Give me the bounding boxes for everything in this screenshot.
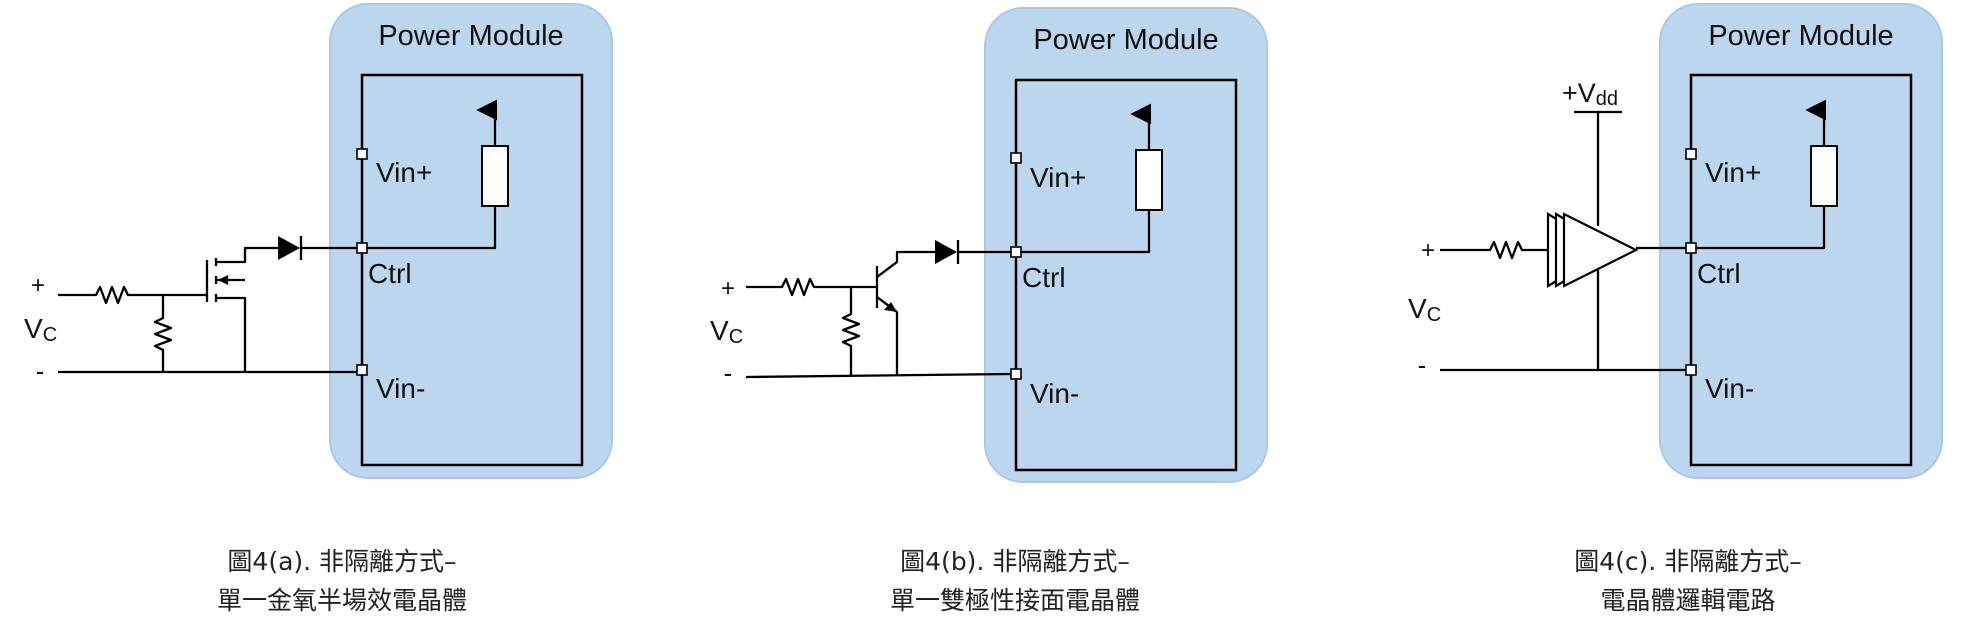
vin-plus-label: Vin+ — [376, 157, 432, 188]
ctrl-label: Ctrl — [1022, 262, 1066, 293]
power-module-panel — [1659, 3, 1943, 479]
input-series-resistor — [746, 277, 877, 297]
plus-terminal-label: + — [1421, 237, 1435, 264]
power-module-title: Power Module — [378, 20, 563, 52]
vin-plus-pin — [1685, 148, 1697, 160]
vin-minus-pin — [356, 364, 368, 376]
ctrl-pin — [1685, 242, 1697, 254]
ctrl-pin — [356, 242, 368, 254]
pulldown-resistor — [841, 287, 861, 376]
power-module-panel — [329, 3, 613, 479]
vin-minus-label: Vin- — [1030, 378, 1079, 409]
plus-terminal-label: + — [721, 275, 735, 302]
power-module-title: Power Module — [1033, 24, 1218, 56]
internal-load-resistor — [1810, 145, 1838, 207]
bjt-collector-wire — [876, 250, 935, 278]
internal-load-resistor — [1135, 149, 1163, 211]
pulldown-resistor — [153, 295, 173, 372]
vdd-label: +Vdd — [1562, 78, 1618, 110]
caption-line-2: 電晶體邏輯電路 — [1600, 586, 1775, 615]
power-module-panel — [984, 7, 1268, 483]
module-block — [360, 73, 584, 467]
caption-line-1: 圖4(c). 非隔離方式– — [1574, 547, 1802, 576]
diode — [935, 240, 957, 264]
ctrl-label: Ctrl — [368, 258, 412, 289]
ctrl-internal-wire — [362, 206, 497, 250]
vin-plus-label: Vin+ — [1030, 162, 1086, 193]
plus-terminal-label: + — [31, 272, 45, 299]
mosfet-drain-wire — [216, 246, 278, 264]
mosfet-source-wire — [216, 296, 247, 372]
input-series-resistor — [1440, 240, 1548, 260]
ctrl-pin — [1010, 246, 1022, 258]
diagram-b-bjt: Power Module Vin+ Ctrl Vin- + VC - 圖4(b)… — [710, 7, 1268, 615]
minus-terminal-label: - — [36, 356, 45, 386]
bjt-emitter-arrow — [884, 302, 897, 312]
caption-line-2: 單一雙極性接面電晶體 — [890, 586, 1140, 615]
diode — [278, 236, 300, 260]
caption-line-1: 圖4(b). 非隔離方式– — [900, 547, 1130, 576]
vc-label: VC — [710, 315, 743, 348]
vin-minus-pin — [1685, 364, 1697, 376]
vin-minus-label: Vin- — [376, 373, 425, 404]
input-series-resistor — [58, 285, 207, 305]
caption-line-2: 單一金氧半場效電晶體 — [217, 586, 467, 615]
vin-minus-label: Vin- — [1705, 373, 1754, 404]
vin-plus-pin — [1010, 152, 1022, 164]
module-block — [1014, 78, 1238, 472]
internal-load-resistor — [481, 145, 509, 207]
diagram-c-logic: Power Module Vin+ Ctrl Vin- + VC - +Vdd … — [1408, 3, 1943, 615]
logic-buffer — [1546, 212, 1639, 288]
vin-plus-label: Vin+ — [1705, 157, 1761, 188]
vc-label: VC — [24, 313, 57, 346]
caption-line-1: 圖4(a). 非隔離方式– — [227, 547, 456, 576]
vin-minus-pin — [1010, 368, 1022, 380]
vin-plus-pin — [356, 148, 368, 160]
diagram-a-mosfet: Power Module Vin+ Ctrl Vin- + VC - 圖4 — [24, 3, 613, 615]
ctrl-internal-wire — [1691, 206, 1826, 250]
minus-terminal-label: - — [1418, 350, 1427, 380]
mosfet-body-arrow — [218, 275, 228, 285]
minus-terminal-label: - — [724, 358, 733, 388]
vc-label: VC — [1408, 293, 1441, 326]
ground-wire — [745, 372, 1012, 379]
module-block — [1689, 73, 1913, 467]
ctrl-label: Ctrl — [1697, 258, 1741, 289]
ctrl-internal-wire — [1016, 210, 1151, 254]
power-module-title: Power Module — [1708, 20, 1893, 52]
